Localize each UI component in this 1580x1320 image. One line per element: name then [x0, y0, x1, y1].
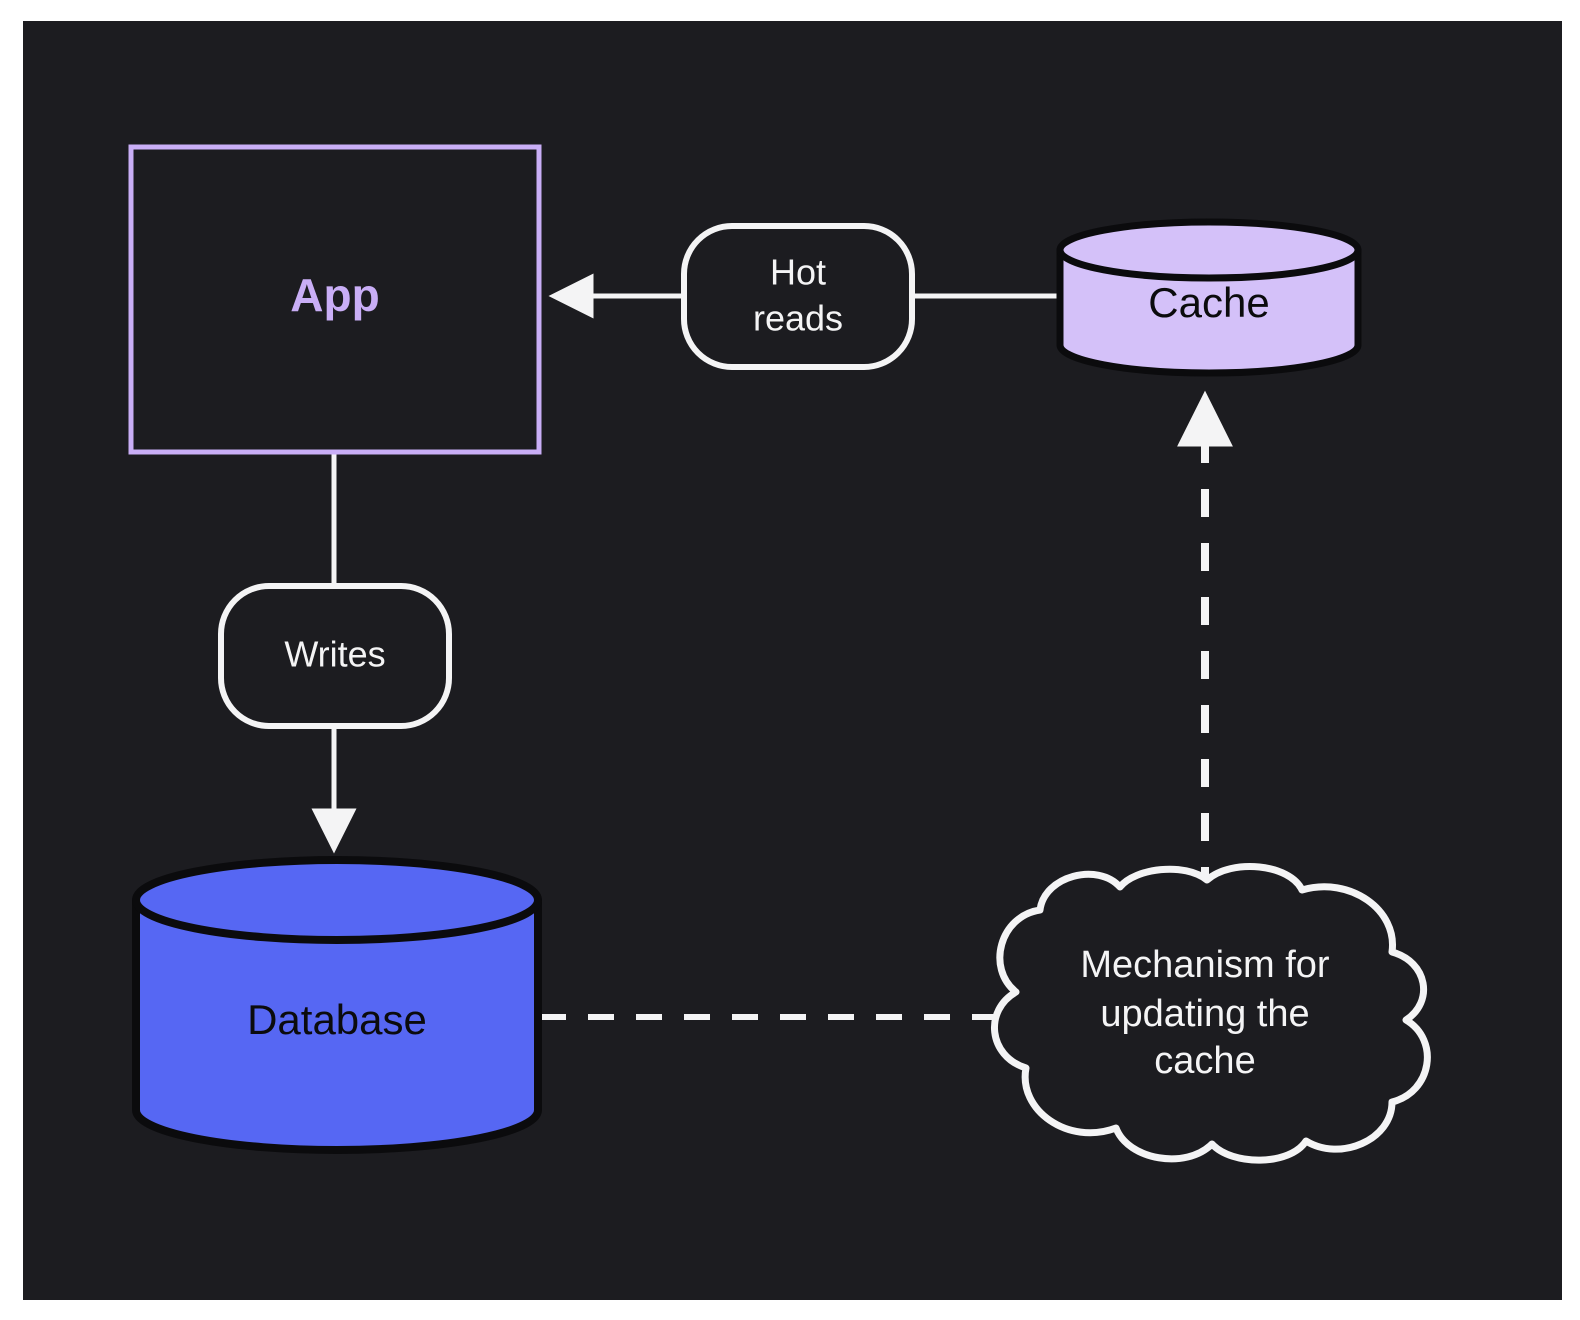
node-mechanism-label-line-3: cache [1154, 1040, 1255, 1082]
node-cache[interactable]: Cache [1056, 218, 1362, 377]
node-app[interactable]: App [128, 144, 542, 455]
node-mechanism[interactable]: Mechanism for updating the cache [991, 863, 1431, 1164]
edge-label-hot-reads[interactable]: Hot reads [681, 223, 915, 370]
edge-label-writes-text: Writes [284, 634, 385, 675]
node-cache-label: Cache [1148, 279, 1269, 326]
node-cache-top-ellipse [1056, 218, 1362, 282]
edge-label-hot-reads-shape[interactable] [681, 223, 915, 370]
node-mechanism-shape[interactable] [991, 863, 1431, 1164]
node-database-label: Database [247, 996, 427, 1043]
node-cache-body[interactable] [1056, 246, 1362, 377]
edge-label-hot-reads-line-1: Hot [770, 252, 826, 293]
edge-label-hot-reads-line-2: reads [753, 298, 843, 339]
edge-label-writes[interactable]: Writes [218, 583, 452, 729]
node-database-top-ellipse [132, 856, 542, 944]
edge-label-writes-shape[interactable] [218, 583, 452, 729]
node-mechanism-label-line-1: Mechanism for [1080, 944, 1330, 986]
node-database[interactable]: Database [132, 856, 542, 1154]
node-mechanism-label-line-2: updating the [1100, 993, 1309, 1035]
node-database-body[interactable] [132, 896, 542, 1154]
node-app-label: App [290, 269, 379, 321]
node-app-shape[interactable] [128, 144, 542, 455]
